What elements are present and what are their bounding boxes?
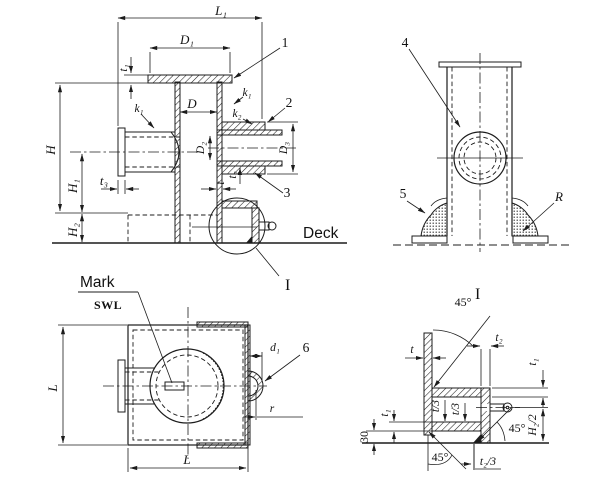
detail-dim-30: 30 xyxy=(357,431,371,443)
dim-d: D xyxy=(186,96,197,111)
dim-d1: D₁ xyxy=(179,32,194,47)
dim-h1: H₁ xyxy=(65,179,80,194)
dim-k2: k₂ xyxy=(232,108,241,120)
deck-label: Deck xyxy=(303,225,339,242)
post-top-view xyxy=(149,348,225,424)
doubler-plate xyxy=(431,421,482,432)
skirt-plate xyxy=(480,387,491,444)
drain-plug xyxy=(258,221,270,231)
dim-r-lug: r xyxy=(270,403,275,415)
base-ring-plate xyxy=(431,387,482,398)
front-section-view: L₁ D₁ t₁ D k₁ k₁ k₂ H H₁ H₂ t₃ D₂ D₃ t t… xyxy=(43,3,347,294)
dim-k1-right: k₁ xyxy=(242,87,251,99)
detail-angle-top: 45° xyxy=(455,295,472,309)
dim-d3: D₃ xyxy=(278,142,290,155)
bollard-post xyxy=(437,53,523,252)
below-deck-structure xyxy=(55,212,257,242)
detail-dim-t2: t₂ xyxy=(495,332,502,344)
detail-dim-h2-half: H₂/2 xyxy=(527,414,539,436)
swl-label: SWL xyxy=(94,298,122,312)
left-pipe xyxy=(70,127,198,177)
detail-dim-t1-right: t₁ xyxy=(527,358,539,365)
detail-reference-label: I xyxy=(285,277,290,294)
part-number-2: 2 xyxy=(286,95,293,110)
part-number-4: 4 xyxy=(402,35,409,50)
detail-dimensions xyxy=(366,315,548,470)
mark-label: Mark xyxy=(80,274,115,291)
dim-t1: t₁ xyxy=(118,64,130,71)
right-pipe-assembly xyxy=(208,121,296,175)
plan-view: Mark SWL L L d₁ 6 r xyxy=(45,274,310,472)
dim-d2: D₂ xyxy=(195,142,207,155)
dim-h2: H₂ xyxy=(65,223,80,238)
top-cap-plate xyxy=(147,74,233,84)
base-brackets xyxy=(411,197,549,244)
detail-title: I xyxy=(475,286,480,303)
detail-i-view: I xyxy=(357,286,549,471)
swl-mark-plate xyxy=(164,381,185,391)
detail-dim-t-third-a: t/3 xyxy=(430,400,442,412)
dim-t3: t₃ xyxy=(100,173,108,188)
dim-t2: t₂ xyxy=(227,171,239,178)
part-number-6: 6 xyxy=(303,340,310,355)
detail-dim-t: t xyxy=(410,344,414,356)
post-wall-detail xyxy=(423,332,433,436)
dim-t: t xyxy=(215,181,227,185)
plan-dimensions xyxy=(58,291,303,472)
dim-k1-left: k₁ xyxy=(134,103,143,115)
post-left-wall xyxy=(174,81,181,244)
part-number-5: 5 xyxy=(400,186,407,201)
dim-l-bottom: L xyxy=(182,452,190,467)
detail-angle-bottom-right: 45° xyxy=(509,421,526,435)
dim-h: H xyxy=(43,145,58,156)
detail-dim-t-third-b: t/3 xyxy=(450,403,462,415)
part-number-3: 3 xyxy=(284,185,291,200)
dim-radius-r: R xyxy=(554,189,563,204)
dim-d1-lug: d₁ xyxy=(270,342,280,354)
detail-dim-t1-left: t₁ xyxy=(379,409,391,416)
detail-angle-bottom-left: 45° xyxy=(432,450,449,464)
left-pipe-plan xyxy=(117,359,160,413)
dim-l1: L₁ xyxy=(214,3,227,18)
detail-dim-t2-third: t₂/3 xyxy=(480,456,496,468)
side-view: 4 5 R xyxy=(393,35,573,252)
front-dimensions xyxy=(57,15,298,243)
lifting-lug xyxy=(247,370,264,402)
part-number-1: 1 xyxy=(282,35,289,50)
detail-balloon xyxy=(208,197,280,277)
dim-l-left: L xyxy=(45,384,60,392)
